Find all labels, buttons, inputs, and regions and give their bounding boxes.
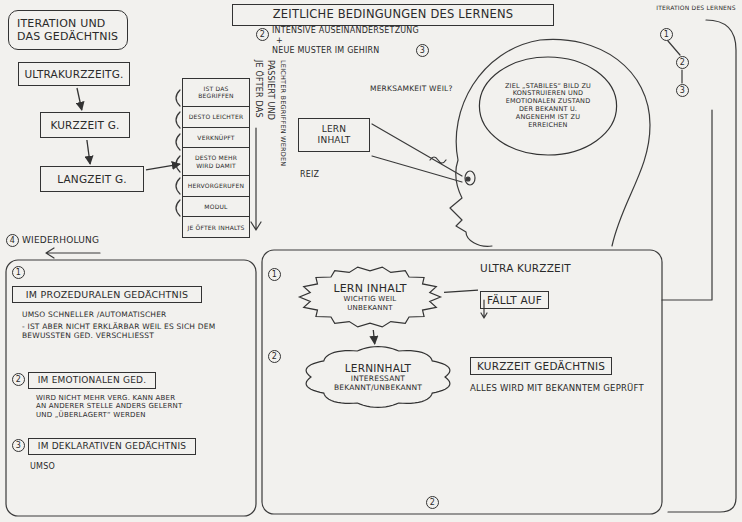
memory-box: LANGZEIT G. [40,166,144,192]
node-text: ITERATION DES LERNENS [656,4,736,11]
note-text: UMSO [30,462,55,472]
connector-arrow [77,88,82,110]
node-text: LANGZEIT G. [57,173,127,186]
node-text: IM EMOTIONALEN GED. [38,375,147,386]
connector-arrow [87,140,90,164]
note-block: ULTRA KURZZEIT FÄLLT AUF [480,262,620,309]
repeat-arrow [46,248,100,258]
note-text: WIEDERHOLUNG [22,235,99,246]
note-text: INTENSIVE AUSEINANDERSETZUNG [272,26,419,36]
heading-box: IM DEKLARATIVEN GEDÄCHTNIS [28,438,196,455]
memory-box: ULTRAKURZZEITG. [18,62,130,86]
node-text: ZIEL „STABILES“ BILD ZU KONSTRUIEREN UND… [500,83,596,130]
node-body: FÄLLT AUF [480,291,549,310]
head-profile [450,39,650,246]
list-cell: DESTO MEHR WIRD DAMIT [183,148,249,176]
vertical-note: PASSIERT UND [265,60,275,120]
node-body: ALLES WIRD MIT BEKANNTEM GEPRÜFT [470,383,644,393]
vertical-note: JE ÖFTER DAS [253,60,263,118]
list-cell: IST DAS BEGRIFFEN [183,79,249,107]
callout-number: 1 [660,28,673,41]
node-text: ITERATION UND DAS GEDÄCHTNIS [17,17,119,43]
node-text: KURZZEIT G. [50,119,119,132]
title-box: ZEITLICHE BEDINGUNGEN DES LERNENS [232,4,554,26]
memory-box: KURZZEIT G. [40,112,130,138]
callout-number: 3 [416,44,429,57]
note-text: - IST ABER NICHT ERKLÄRBAR WEIL ES SICH … [22,322,252,340]
connector-arrow [444,290,478,292]
callout-number: 3 [12,439,25,452]
node-text: IM DEKLARATIVEN GEDÄCHTNIS [38,441,186,452]
node-text: ULTRAKURZZEITG. [24,68,123,81]
content-box: LERN INHALT [298,118,370,152]
connector-arrow [146,164,180,170]
callout-number: 2 [676,56,689,69]
loop-marks [176,90,180,216]
callout-number: 3 [676,84,689,97]
star-path [299,267,440,327]
cloud-path [306,347,450,408]
callout-number: 1 [12,266,25,279]
cloud-shape: LERNINHALTINTERESSANT BEKANNT/UNBEKANNT [302,346,454,408]
list-cell: MODUL [183,197,249,218]
list-cell: VERKNÜPFT [183,128,249,149]
callout-number: 2 [12,373,25,386]
node-text: LERNINHALT [345,362,411,375]
corner-title: ITERATION DES LERNENS [654,2,738,14]
title-box: ITERATION UND DAS GEDÄCHTNIS [8,10,128,50]
note-block: KURZZEIT GEDÄCHTNIS ALLES WIRD MIT BEKANN… [470,350,646,400]
list-cell: DESTO LEICHTER [183,107,249,128]
note-text: + [276,36,283,46]
right-panel-outline [262,250,662,514]
node-body: WICHTIG WEIL UNBEKANNT [324,295,416,312]
node-text: IM PROZEDURALEN GEDÄCHTNIS [26,289,188,300]
callout-number: 2 [426,496,439,509]
note-text: WIRD NICHT MEHR VERG. KANN ABER AN ANDER… [36,394,186,419]
callout-number: 2 [268,350,281,363]
pupil [466,177,470,181]
callout-number: 2 [256,28,269,41]
list-cell: HERVORGERUFEN [183,176,249,197]
node-text: ZEITLICHE BEDINGUNGEN DES LERNENS [273,8,513,22]
ellipse-path [479,57,616,155]
node-text: KURZZEIT GEDÄCHTNIS [470,357,612,376]
node-text: LERN INHALT [333,282,406,295]
node-body: INTERESSANT BEKANNT/UNBEKANNT [324,374,432,392]
note-text: REIZ [300,170,319,180]
iteration-loop [668,20,736,512]
iteration-line [662,110,712,300]
thought-bubble: ZIEL „STABILES“ BILD ZU KONSTRUIEREN UND… [478,56,618,156]
list-cell: JE ÖFTER INHALTS [183,217,249,237]
node-text: LERN INHALT [305,124,363,146]
connector-arrow [373,330,374,344]
left-panel-outline [6,260,256,516]
vertical-note: LEICHTER BEGRIFFEN WERDEN [278,60,286,166]
callout-number: 1 [268,268,281,281]
node-text: ULTRA KURZZEIT [480,262,571,275]
callout-number: 4 [6,234,19,247]
heading-box: IM PROZEDURALEN GEDÄCHTNIS [12,286,202,303]
starburst-shape: LERN INHALTWICHTIG WEIL UNBEKANNT [298,266,442,328]
gaze-beam [372,124,462,182]
list-box: IST DAS BEGRIFFENDESTO LEICHTERVERKNÜPFT… [182,78,250,238]
note-text: MERKSAMKEIT WEIL? [368,84,455,93]
eye [465,171,475,185]
heading-box: IM EMOTIONALEN GED. [28,372,156,389]
note-text: NEUE MUSTER IM GEHIRN [272,46,380,56]
down-arrow [251,128,261,230]
note-text: UMSO SCHNELLER /AUTOMATISCHER [22,310,252,319]
